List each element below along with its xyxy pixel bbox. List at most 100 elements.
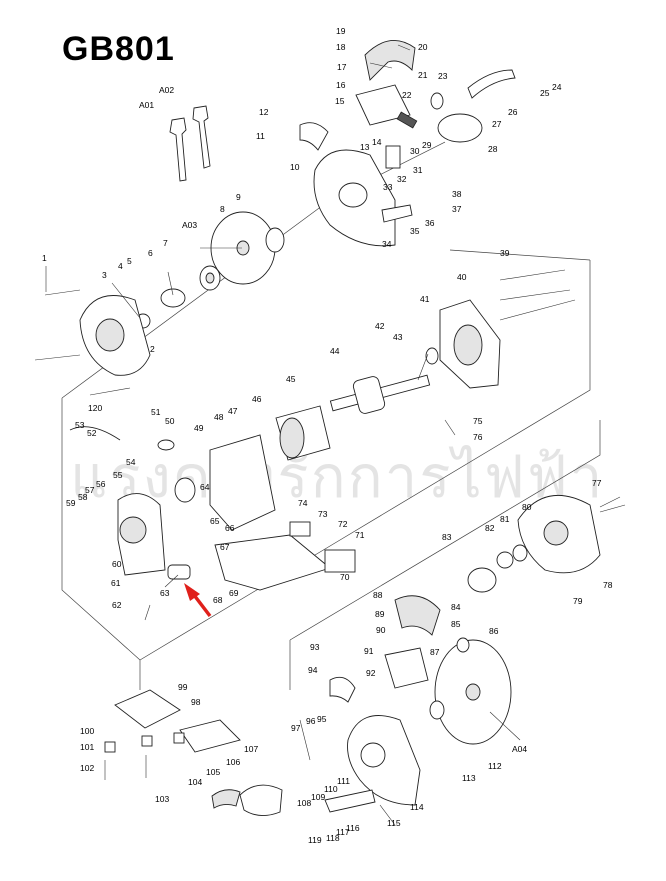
part-label: 48	[214, 412, 224, 422]
leader-lines	[45, 44, 621, 826]
part-label: 34	[382, 239, 392, 249]
wrench-set	[169, 105, 211, 182]
part-label: 22	[402, 90, 412, 100]
part-label: 47	[228, 406, 238, 416]
part-label: 61	[111, 578, 121, 588]
part-label: A02	[159, 85, 174, 95]
part-label: 32	[397, 174, 407, 184]
part-label: 78	[603, 580, 613, 590]
part-label: 12	[259, 107, 269, 117]
part-label: 16	[336, 80, 346, 90]
part-label: 94	[308, 665, 318, 675]
part-label: 91	[364, 646, 374, 656]
part-label: 93	[310, 642, 320, 652]
part-label: 27	[492, 119, 502, 129]
part-label: 114	[410, 802, 424, 812]
part-label: 10	[290, 162, 300, 172]
part-label: 55	[113, 470, 123, 480]
part-label: 56	[96, 479, 106, 489]
part-label: A04	[512, 744, 527, 754]
part-label: 57	[85, 485, 95, 495]
part-label: A01	[139, 100, 154, 110]
stand-and-tray	[104, 689, 283, 816]
part-label: 9	[236, 192, 241, 202]
part-label: 81	[500, 514, 510, 524]
left-wheel-assembly	[34, 211, 285, 396]
part-label: 68	[213, 595, 223, 605]
part-label: 74	[298, 498, 308, 508]
part-label: 104	[188, 777, 202, 787]
upper-right-guard	[355, 40, 516, 169]
part-label: 15	[335, 96, 345, 106]
part-label: 105	[206, 767, 220, 777]
part-label: 69	[229, 588, 239, 598]
part-label: 106	[226, 757, 240, 767]
part-label: 72	[338, 519, 348, 529]
part-label: 67	[220, 542, 230, 552]
part-label: 42	[375, 321, 385, 331]
part-label: 119	[308, 835, 322, 845]
part-label: 75	[473, 416, 483, 426]
part-label: 43	[393, 332, 403, 342]
part-label: 52	[87, 428, 97, 438]
part-label: 109	[311, 792, 325, 802]
part-label: 39	[500, 248, 510, 258]
part-label: 115	[387, 818, 401, 828]
pointer-arrow	[184, 583, 212, 618]
part-label: 58	[78, 492, 88, 502]
part-label: 85	[451, 619, 461, 629]
part-label: 7	[163, 238, 168, 248]
part-label: 96	[306, 716, 316, 726]
part-label: 76	[473, 432, 483, 442]
part-label: 46	[252, 394, 262, 404]
part-label: 8	[220, 204, 225, 214]
part-label: 31	[413, 165, 423, 175]
part-label: 88	[373, 590, 383, 600]
part-label: 35	[410, 226, 420, 236]
part-label: 116	[346, 823, 360, 833]
part-label: 29	[422, 140, 432, 150]
part-label: 92	[366, 668, 376, 678]
part-label: 36	[425, 218, 435, 228]
part-label: 111	[337, 776, 350, 786]
part-label: 66	[225, 523, 235, 533]
part-label: 4	[118, 261, 123, 271]
part-label: 5	[127, 256, 132, 266]
part-label: 71	[355, 530, 365, 540]
part-label: 108	[297, 798, 311, 808]
right-wheel-assembly	[429, 494, 626, 745]
part-label: 101	[80, 742, 94, 752]
part-label: 107	[244, 744, 258, 754]
part-label: 1	[42, 253, 47, 263]
part-label: 82	[485, 523, 495, 533]
part-label: 23	[438, 71, 448, 81]
part-label: 62	[112, 600, 122, 610]
part-label: 77	[592, 478, 602, 488]
part-label: 79	[573, 596, 583, 606]
part-label: 59	[66, 498, 76, 508]
part-label: 60	[112, 559, 122, 569]
part-label: 63	[160, 588, 170, 598]
part-label: 65	[210, 516, 220, 526]
upper-wheel-guard	[299, 122, 413, 247]
part-label: 3	[102, 270, 107, 280]
part-label: 118	[326, 833, 340, 843]
part-label: 24	[552, 82, 562, 92]
motor-section	[275, 269, 576, 461]
part-label: 40	[457, 272, 467, 282]
part-label: 45	[286, 374, 296, 384]
part-label: 2	[150, 344, 155, 354]
part-label: 103	[155, 794, 169, 804]
part-label: 28	[488, 144, 498, 154]
housing-and-base	[69, 426, 356, 591]
part-label: 41	[420, 294, 430, 304]
part-label: 102	[80, 763, 94, 773]
part-label: 17	[337, 62, 347, 72]
part-label: 117	[336, 827, 350, 837]
part-label: 37	[452, 204, 462, 214]
part-label: 89	[375, 609, 385, 619]
part-label: 64	[200, 482, 210, 492]
part-label: 33	[383, 182, 393, 192]
part-label: 87	[430, 647, 440, 657]
part-label: 100	[80, 726, 94, 736]
